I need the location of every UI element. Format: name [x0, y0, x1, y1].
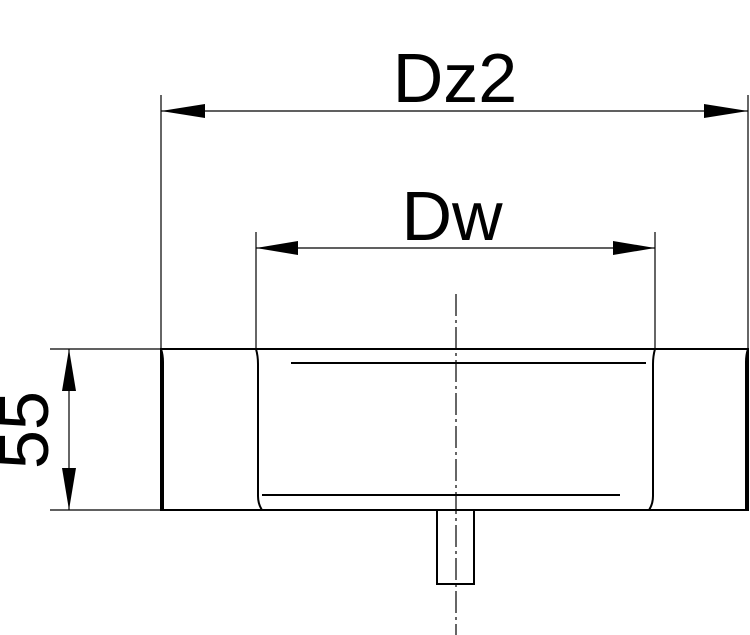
dw-arrow-right — [613, 241, 655, 255]
height-arrow-top — [62, 349, 76, 391]
dw-label: Dw — [401, 177, 503, 255]
dw-arrow-left — [256, 241, 298, 255]
height-label: 55 — [0, 391, 63, 469]
dz2-arrow-left — [161, 104, 205, 118]
outer-chamfer-right — [745, 348, 749, 510]
part-outer-outline — [160, 348, 749, 511]
dz2-label: Dz2 — [393, 39, 517, 117]
height-arrow-bottom — [62, 468, 76, 510]
bore-wall-left — [255, 348, 263, 511]
outer-chamfer-left — [160, 348, 164, 510]
dz2-arrow-right — [704, 104, 748, 118]
bore-wall-right — [648, 348, 656, 511]
